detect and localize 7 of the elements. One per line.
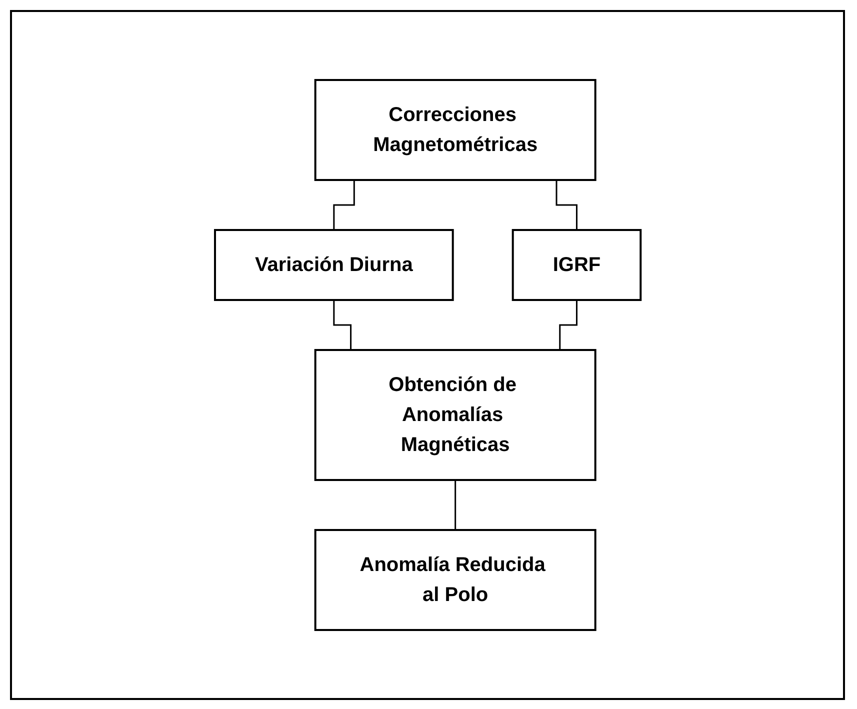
frame-border: Correcciones Magnetométricas Variación Diurna IGRF Obtención de Anomalías Magnéticas Anomalía Reducida al Polo — [10, 10, 845, 700]
node-box — [314, 529, 596, 631]
node-box — [512, 229, 642, 301]
node-box — [314, 79, 596, 181]
node-box — [214, 229, 454, 301]
connector — [454, 479, 456, 531]
node-box — [314, 349, 596, 481]
